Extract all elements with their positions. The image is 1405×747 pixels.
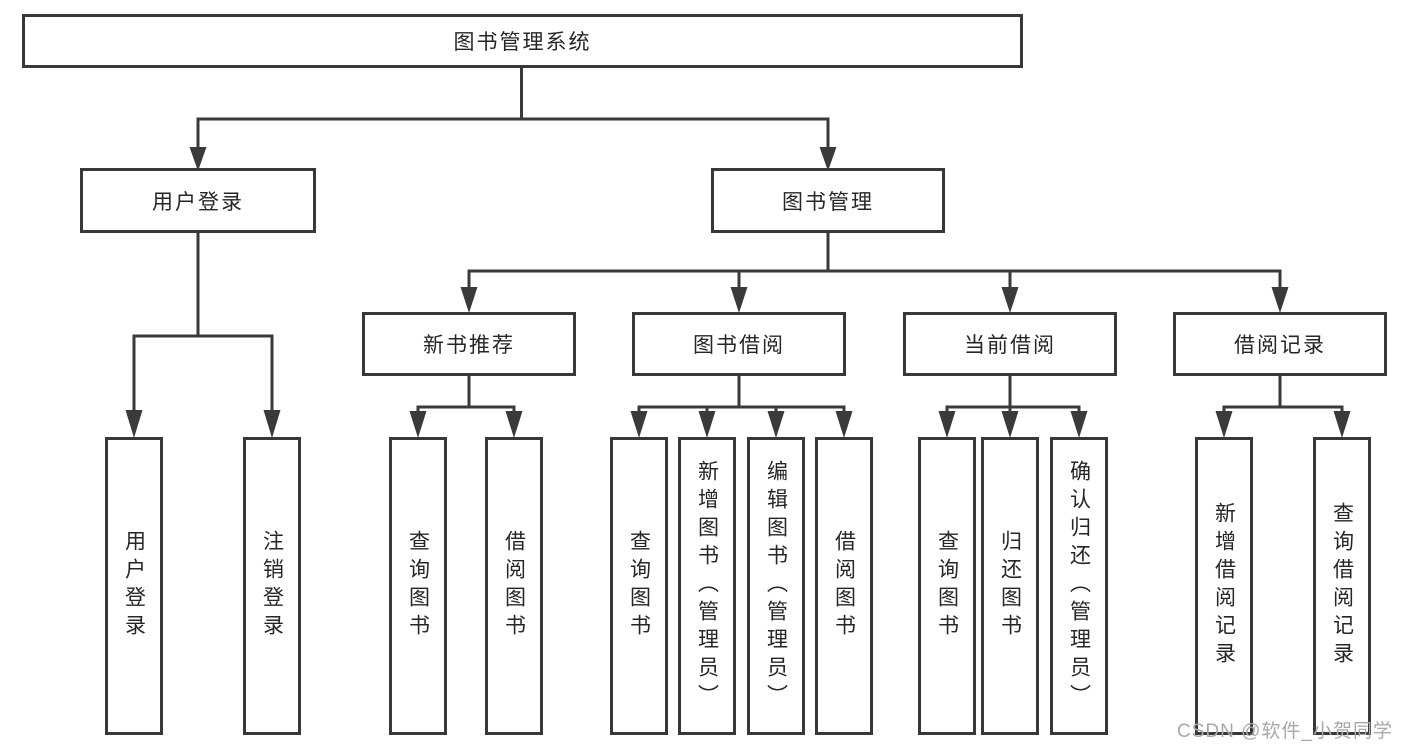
leaf-query-books-recommend: 查询图书 [389,437,447,735]
leaf-logout: 注销登录 [243,437,301,735]
node-user-login: 用户登录 [80,168,316,233]
leaf-user-login-label: 用户登录 [122,530,146,642]
node-new-book-recommend: 新书推荐 [362,312,576,376]
leaf-query-books-current: 查询图书 [918,437,976,735]
leaf-user-login: 用户登录 [105,437,163,735]
connector-borrow-records-to-children [1215,376,1351,438]
connector-new-book-recommend-to-children [409,376,523,438]
node-borrow-records: 借阅记录 [1173,312,1387,376]
leaf-edit-book-admin: 编辑图书（管理员） [747,437,805,735]
leaf-add-book-admin-label: 新增图书（管理员） [695,460,719,712]
connector-user-login-to-children [125,233,281,438]
leaf-logout-label: 注销登录 [260,530,284,642]
leaf-query-books-current-label: 查询图书 [935,530,959,642]
leaf-add-book-admin: 新增图书（管理员） [678,437,736,735]
leaf-query-books-borrow: 查询图书 [610,437,668,735]
node-book-management-label: 图书管理 [782,190,874,214]
node-user-login-label: 用户登录 [152,190,244,214]
leaf-return-books-label: 归还图书 [998,530,1022,642]
node-new-book-recommend-label: 新书推荐 [423,334,515,357]
leaf-borrow-books-borrow-label: 借阅图书 [832,530,856,642]
node-book-borrow: 图书借阅 [632,312,846,376]
leaf-confirm-return-admin: 确认归还（管理员） [1050,437,1108,735]
node-current-borrow-label: 当前借阅 [964,334,1056,357]
leaf-borrow-books-borrow: 借阅图书 [815,437,873,735]
node-library-system: 图书管理系统 [22,14,1023,68]
leaf-query-borrow-record: 查询借阅记录 [1313,437,1371,735]
node-book-management: 图书管理 [711,168,945,233]
node-current-borrow: 当前借阅 [903,312,1117,376]
leaf-query-books-recommend-label: 查询图书 [406,530,430,642]
csdn-watermark: CSDN @软件_小贺同学 [1177,721,1393,742]
leaf-query-books-borrow-label: 查询图书 [627,530,651,642]
leaf-add-borrow-record-label: 新增借阅记录 [1212,502,1236,670]
leaf-confirm-return-admin-label: 确认归还（管理员） [1067,460,1091,712]
leaf-return-books: 归还图书 [981,437,1039,735]
leaf-borrow-books-recommend: 借阅图书 [485,437,543,735]
leaf-borrow-books-recommend-label: 借阅图书 [502,530,526,642]
leaf-query-borrow-record-label: 查询借阅记录 [1330,502,1354,670]
node-book-borrow-label: 图书借阅 [693,334,785,357]
node-library-system-label: 图书管理系统 [453,31,592,54]
connector-current-borrow-to-children [938,376,1088,438]
connector-book-management-to-level3 [460,233,1289,313]
connector-root-to-level2 [189,68,837,171]
leaf-edit-book-admin-label: 编辑图书（管理员） [764,460,788,712]
node-borrow-records-label: 借阅记录 [1234,334,1326,357]
leaf-add-borrow-record: 新增借阅记录 [1195,437,1253,735]
connector-book-borrow-to-children [630,376,853,438]
